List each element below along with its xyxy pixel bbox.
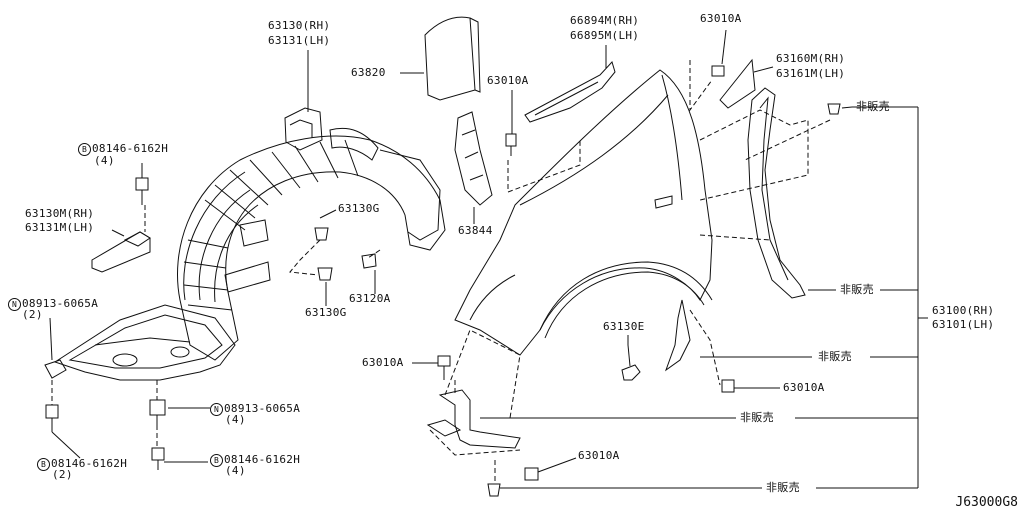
bolt-63010a-mid [505, 133, 517, 156]
diagram-code: J63000G8 [955, 495, 1018, 510]
fender-side-seal [747, 87, 806, 299]
bolt-63010a-top [711, 65, 725, 77]
bolt-b08146-bm [151, 447, 165, 470]
label-n08913-mid-qty: (4) [225, 413, 246, 426]
nut-n08913-left [44, 359, 67, 379]
label-hihanbai-1: 非販売 [856, 100, 890, 113]
bracket-63844 [454, 111, 493, 206]
bracket-63130m [91, 231, 151, 273]
label-63120a: 63120A [349, 292, 391, 305]
label-hihanbai-5: 非販売 [766, 481, 800, 494]
label-n08913-mid-text: 08913-6065A [224, 402, 301, 415]
clip-hihanbai-bottom [487, 483, 501, 497]
label-b08146-bl-text: 08146-6162H [51, 457, 128, 470]
label-66895m: 66895M(LH) [570, 29, 640, 42]
label-63820: 63820 [351, 66, 386, 79]
label-63844: 63844 [458, 224, 493, 237]
label-63161m: 63161M(LH) [776, 67, 846, 80]
bolt-63010a-right [721, 379, 735, 393]
fender-liner [177, 107, 446, 361]
splash-shield [53, 304, 236, 381]
label-63010a-left: 63010A [362, 356, 404, 369]
clip-63130g-a [314, 227, 329, 241]
label-63130g-a: 63130G [338, 202, 380, 215]
clip-63130e [621, 344, 641, 381]
seal-66894m [524, 61, 616, 123]
label-n08913-left-qty: (2) [22, 308, 43, 321]
label-63131m: 63131M(LH) [25, 221, 95, 234]
leader-lines [49, 29, 928, 489]
bolt-63010a-bottom [524, 467, 539, 481]
pad-63820 [424, 16, 481, 101]
clip-63130g-b [317, 267, 333, 281]
label-66894m: 66894M(RH) [570, 14, 640, 27]
label-n08913-left-text: 08913-6065A [22, 297, 99, 310]
nut-symbol: N [210, 403, 223, 416]
label-63130e: 63130E [603, 320, 645, 333]
label-hihanbai-4: 非販売 [740, 411, 774, 424]
label-hihanbai-2: 非販売 [840, 283, 874, 296]
bolt-symbol: B [78, 143, 91, 156]
clip-63120a [361, 253, 377, 269]
label-b08146-top-qty: (4) [94, 154, 115, 167]
label-63010a-top: 63010A [700, 12, 742, 25]
label-b08146-bm-text: 08146-6162H [224, 453, 301, 466]
bolt-symbol: B [37, 458, 50, 471]
bolt-b08146-bl [45, 404, 59, 432]
bolt-b08146-top [135, 177, 149, 205]
bolt-symbol: B [210, 454, 223, 467]
label-63010a-mid: 63010A [487, 74, 529, 87]
label-63130: 63130(RH) [268, 19, 331, 32]
label-b08146-top-text: 08146-6162H [92, 142, 169, 155]
nut-n08913-mid [149, 399, 166, 425]
label-63101: 63101(LH) [932, 318, 995, 331]
label-63131: 63131(LH) [268, 34, 331, 47]
label-b08146-bm-qty: (4) [225, 464, 246, 477]
label-63130g-b: 63130G [305, 306, 347, 319]
clip-hihanbai-top [827, 103, 841, 115]
label-b08146-bl-qty: (2) [52, 468, 73, 481]
dashed-guides [51, 60, 831, 484]
bolt-63010a-left [437, 355, 451, 380]
label-hihanbai-3: 非販売 [818, 350, 852, 363]
label-63010a-bottom: 63010A [578, 449, 620, 462]
label-63010a-right: 63010A [783, 381, 825, 394]
front-fender [454, 69, 713, 372]
label-63160m: 63160M(RH) [776, 52, 846, 65]
garnish-63160m [719, 58, 756, 109]
label-63130m: 63130M(RH) [25, 207, 95, 220]
label-63100: 63100(RH) [932, 304, 995, 317]
nut-symbol: N [8, 298, 21, 311]
lower-bracket [426, 389, 521, 449]
